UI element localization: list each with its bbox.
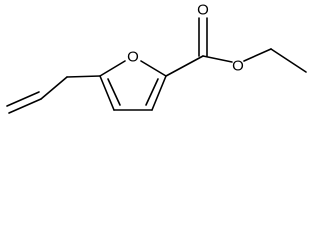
chemical-structure: O O O bbox=[6, 2, 307, 114]
ester-oxygen-ethyl-bond bbox=[243, 48, 272, 62]
furan-c3-c2-double-bond bbox=[151, 75, 167, 111]
furan-c5-c4-double-bond bbox=[99, 75, 115, 111]
allyl-terminal-double-bond bbox=[6, 91, 40, 107]
furan-carbonyl-bond bbox=[165, 55, 204, 77]
furan-c2-o-bond bbox=[140, 60, 167, 77]
carbonyl-ester-oxygen-bond bbox=[202, 55, 233, 63]
allyl-bond-1 bbox=[40, 76, 68, 100]
ethyl-bond bbox=[270, 48, 307, 73]
furan-c5-c4-double-bond-inner bbox=[107, 78, 121, 106]
ring-oxygen-label: O bbox=[127, 49, 139, 66]
allyl-terminal-double-bond-inner bbox=[8, 98, 42, 114]
allyl-bond-2 bbox=[66, 75, 101, 78]
carbonyl-oxygen-label: O bbox=[197, 2, 209, 19]
furan-c3-c2-double-bond-inner bbox=[145, 78, 159, 106]
ester-oxygen-label: O bbox=[232, 58, 244, 75]
furan-c5-o-bond bbox=[99, 60, 126, 77]
